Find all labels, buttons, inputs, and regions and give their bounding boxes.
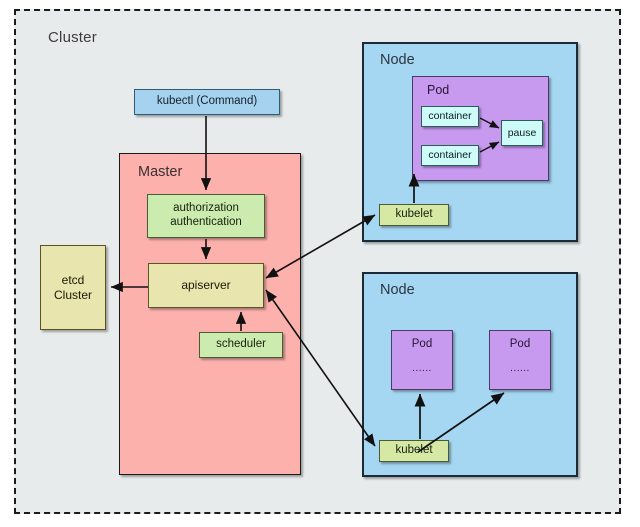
etcd-cluster-box[interactable]: etcd Cluster (40, 245, 106, 330)
node-bottom-label: Node (380, 282, 415, 298)
container-1-label: container (428, 110, 472, 123)
kubectl-label: kubectl (Command) (156, 95, 258, 108)
apiserver-box[interactable]: apiserver (148, 263, 264, 308)
kubelet-top-box[interactable]: kubelet (379, 204, 449, 226)
pod-bottom-1-dots: ...... (412, 363, 432, 374)
node-top-label: Node (380, 52, 415, 68)
kubelet-top-label: kubelet (395, 208, 433, 221)
container-box-2[interactable]: container (421, 145, 479, 166)
etcd-label-line1: etcd (61, 273, 85, 288)
authorization-authentication-box[interactable]: authorization authentication (147, 194, 265, 238)
kubelet-bottom-box[interactable]: kubelet (379, 440, 449, 462)
apiserver-label: apiserver (181, 278, 231, 293)
pod-bottom-1-label: Pod (411, 338, 433, 350)
cluster-label: Cluster (48, 29, 97, 46)
kubectl-command-box[interactable]: kubectl (Command) (134, 89, 280, 115)
container-2-label: container (428, 149, 472, 162)
pause-label: pause (507, 126, 537, 139)
pod-bottom-2-label: Pod (509, 338, 531, 350)
kubelet-bottom-label: kubelet (395, 444, 433, 457)
pause-container-box[interactable]: pause (501, 120, 543, 146)
container-box-1[interactable]: container (421, 106, 479, 127)
pod-top-label: Pod (427, 83, 450, 97)
pod-bottom-2-dots: ...... (510, 363, 530, 374)
etcd-label-line2: Cluster (53, 287, 92, 302)
master-label: Master (138, 164, 183, 180)
scheduler-box[interactable]: scheduler (199, 332, 283, 358)
authorization-label: authorization (173, 202, 239, 215)
authentication-label: authentication (170, 216, 242, 228)
pod-bottom-2[interactable]: Pod ...... (489, 330, 551, 390)
scheduler-label: scheduler (216, 338, 266, 351)
pod-bottom-1[interactable]: Pod ...... (391, 330, 453, 390)
